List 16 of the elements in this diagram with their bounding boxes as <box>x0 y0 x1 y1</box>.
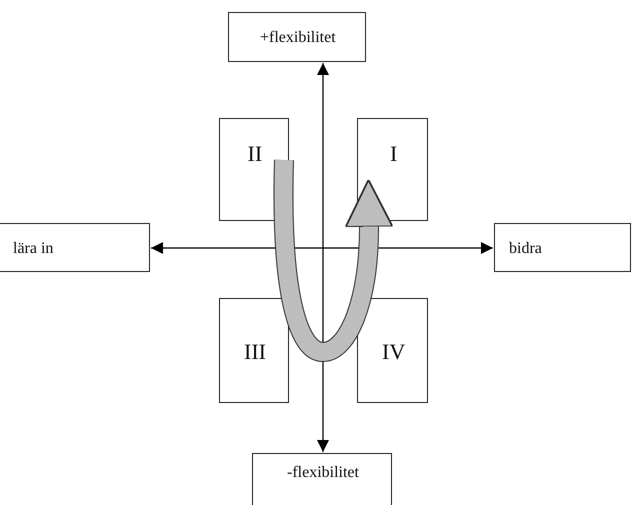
box-label: II <box>248 141 262 167</box>
quadrant-box <box>219 298 289 403</box>
box-label: III <box>244 338 266 364</box>
quadrant-box <box>357 298 428 403</box>
axis-label-box <box>228 12 366 62</box>
quadrant-box <box>219 118 289 221</box>
box-label: IV <box>382 338 406 364</box>
box-label: -flexibilitet <box>287 464 359 482</box>
axis-label-box <box>494 223 631 272</box>
box-label: bidra <box>509 240 542 258</box>
axis-label-box <box>252 453 392 505</box>
axis-label-box <box>0 223 150 272</box>
quadrant-box <box>357 118 428 221</box>
box-label: I <box>390 141 398 167</box>
box-label: lära in <box>13 240 54 258</box>
box-label: +flexibilitet <box>260 29 336 47</box>
